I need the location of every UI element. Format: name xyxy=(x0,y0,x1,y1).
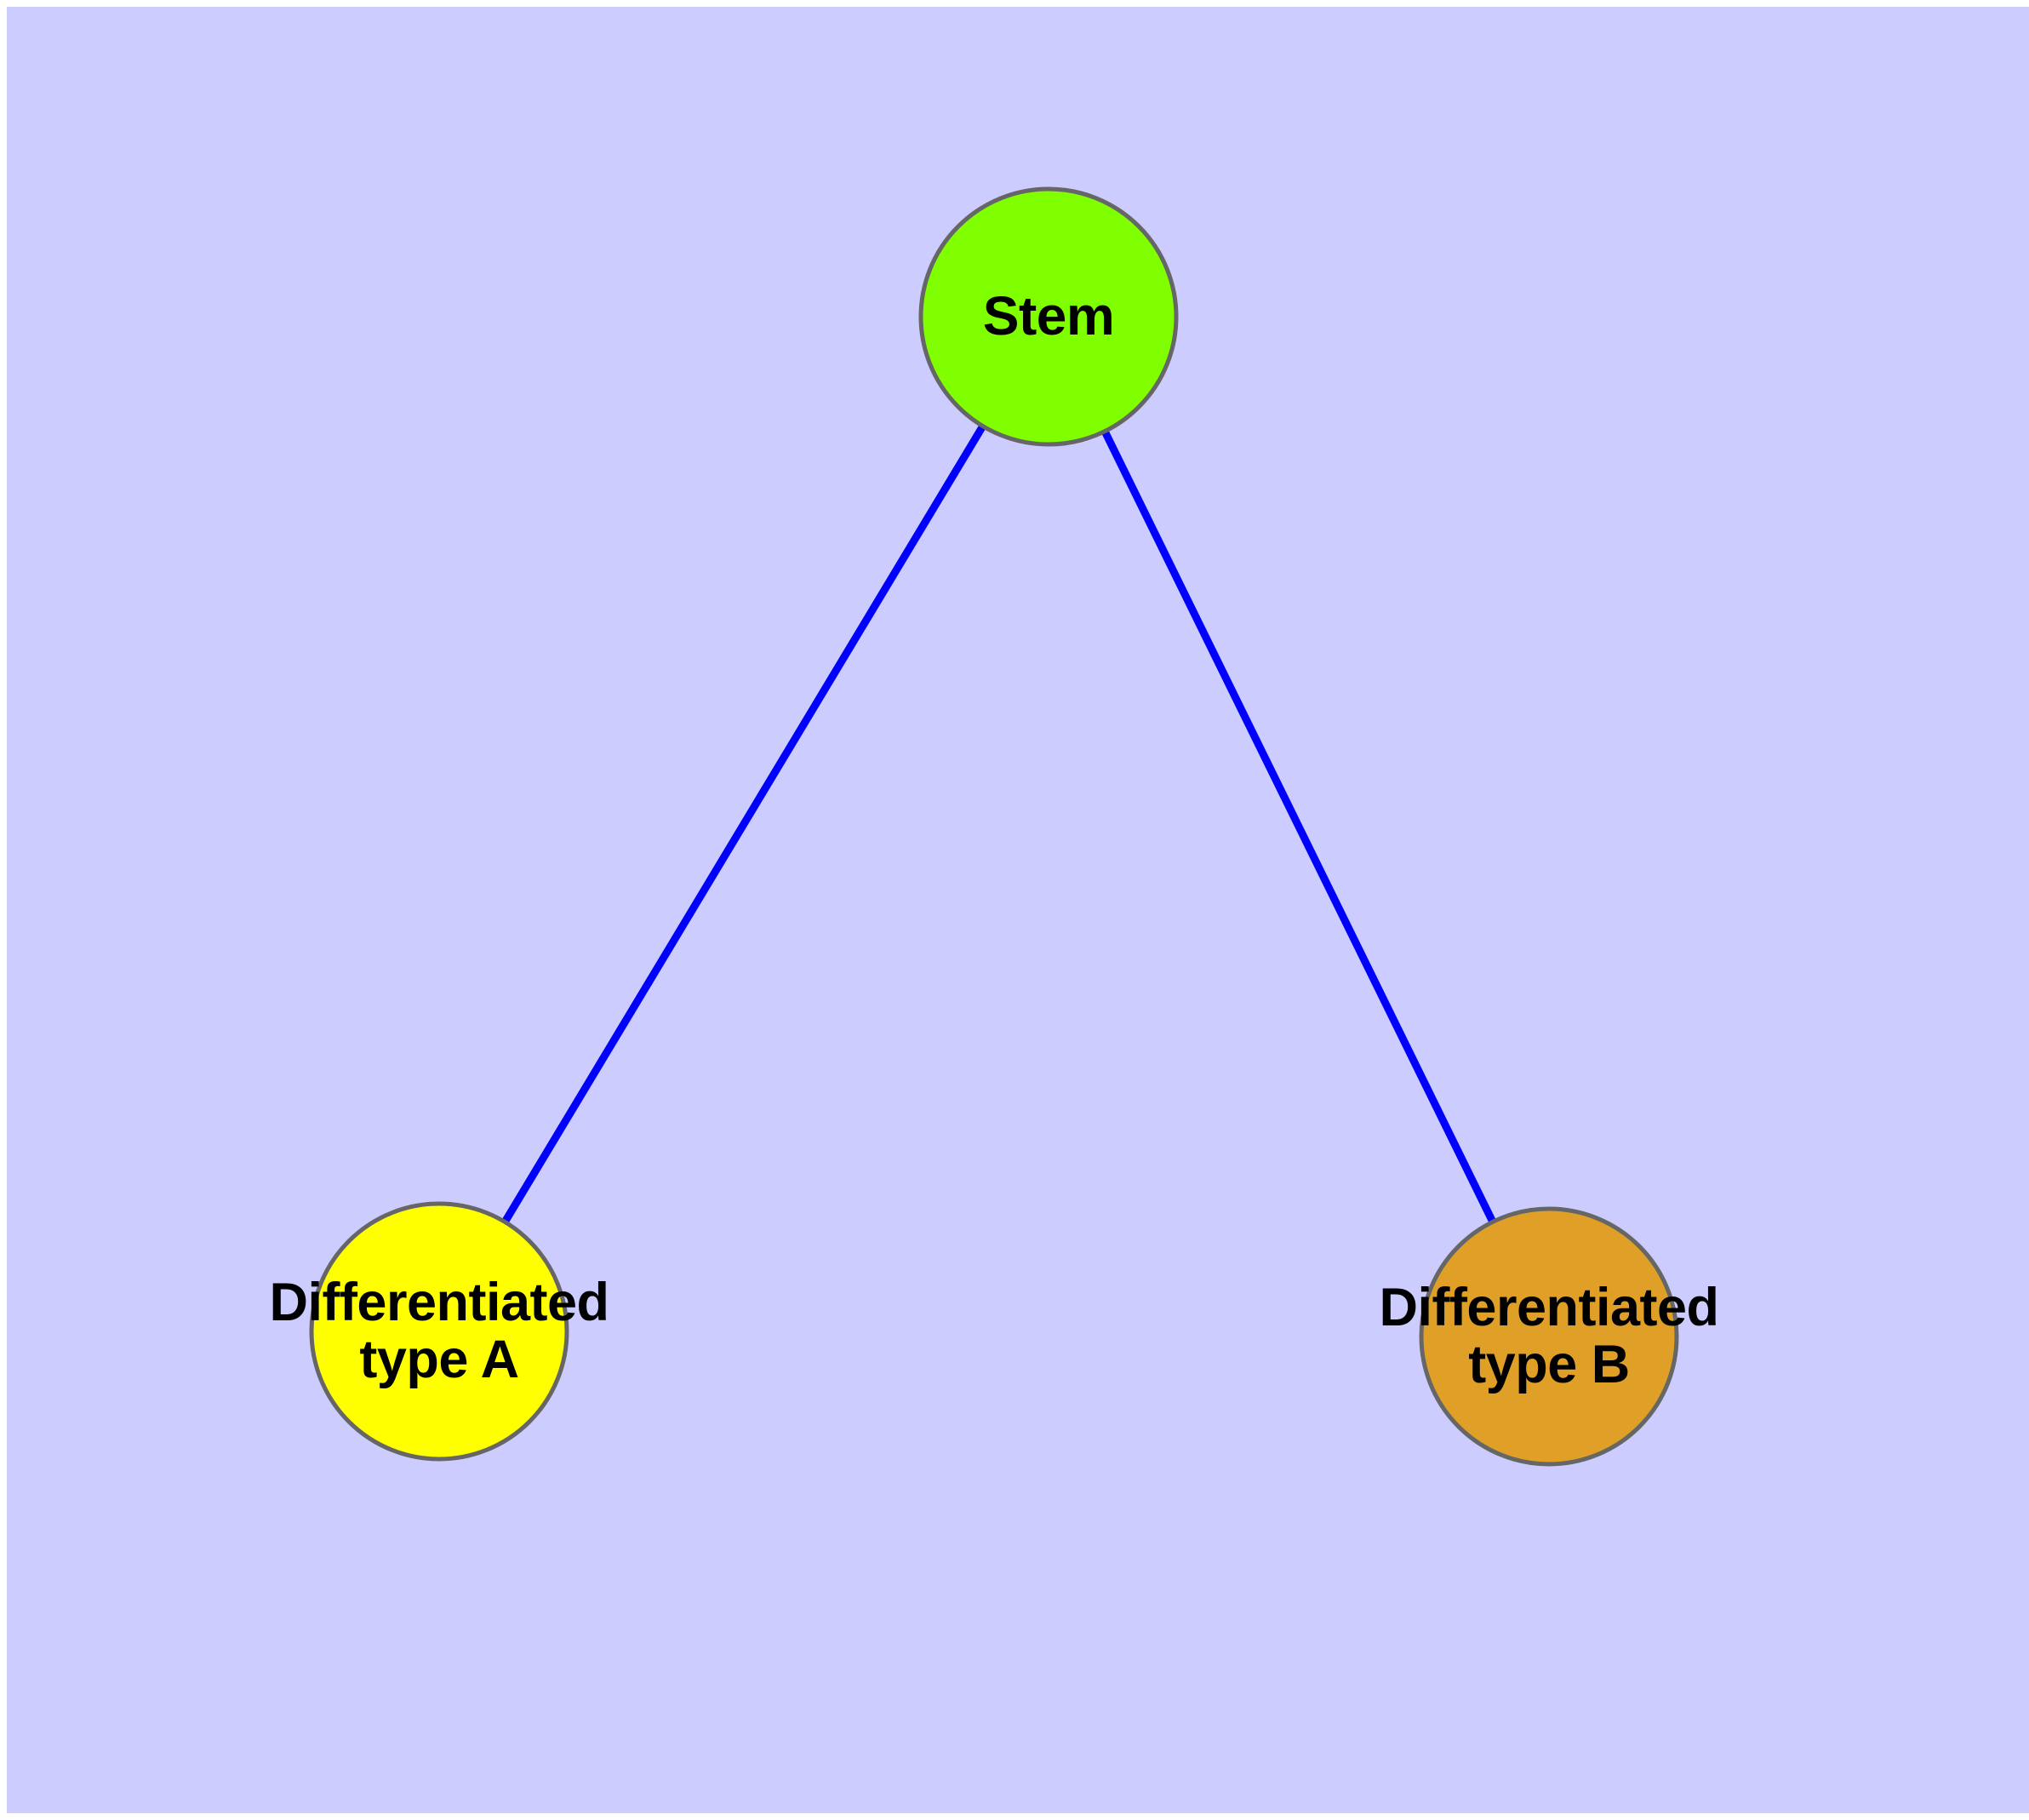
diagram-plot-area: Stem Differentiated type A Differentiate… xyxy=(7,7,2029,1813)
nodes-group xyxy=(309,186,1679,1467)
graph-svg xyxy=(309,186,1679,1467)
edges-group xyxy=(501,424,1496,1224)
graph-edge-stem-to-diff-a[interactable] xyxy=(501,424,986,1224)
graph-node-stem[interactable] xyxy=(918,186,1179,447)
graph-edge-stem-to-diff-b[interactable] xyxy=(1101,429,1496,1224)
graph-node-diff_b[interactable] xyxy=(1419,1206,1679,1467)
graph-node-diff_a[interactable] xyxy=(309,1201,569,1462)
